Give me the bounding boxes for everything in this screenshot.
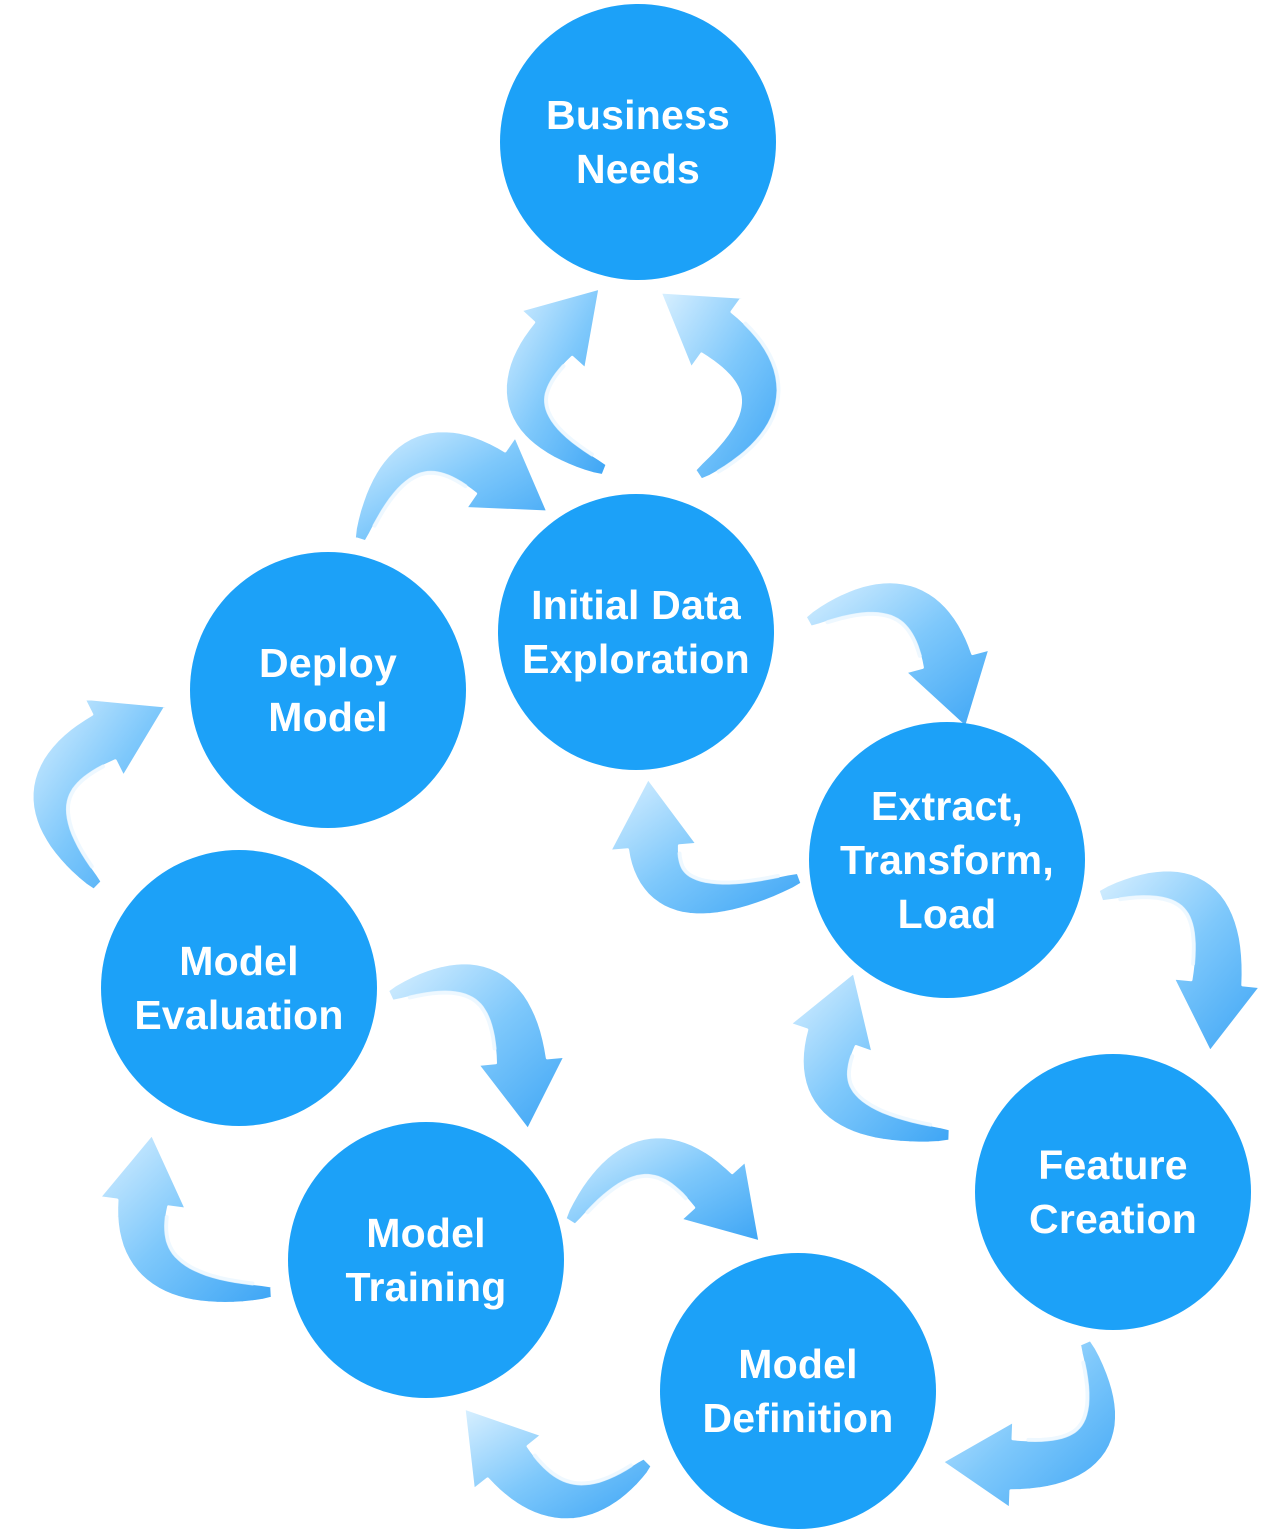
node-label-deploy-model: Deploy Model	[259, 640, 397, 740]
arrow-deploy-to-exploration	[352, 429, 550, 544]
arrow-etl-to-exploration	[608, 776, 804, 917]
arrow-evaluation-to-training	[386, 961, 567, 1132]
arrow-evaluation-to-deploy	[30, 696, 168, 892]
arrow-feature-to-definition	[940, 1338, 1118, 1511]
arrow-exploration-to-etl	[803, 580, 992, 730]
node-label-model-definition: Model Definition	[702, 1341, 894, 1441]
arrow-definition-to-training-highlight	[532, 1453, 633, 1486]
arrow-training-to-evaluation	[97, 1132, 274, 1305]
arrow-training-to-definition-highlight	[585, 1173, 688, 1215]
node-business-needs: Business Needs	[500, 4, 776, 280]
node-feature-creation: Feature Creation	[975, 1054, 1251, 1330]
arrow-evaluation-to-deploy-highlight	[65, 764, 105, 869]
node-label-model-training: Model Training	[345, 1210, 507, 1310]
node-model-definition: Model Definition	[660, 1253, 936, 1529]
arrow-exploration-to-etl-highlight	[825, 611, 922, 658]
node-label-feature-creation: Feature Creation	[1029, 1142, 1197, 1242]
arrow-deploy-to-exploration-highlight	[372, 470, 468, 528]
node-extract-transform-load: Extract, Transform, Load	[809, 722, 1085, 998]
node-label-model-evaluation: Model Evaluation	[134, 938, 344, 1038]
arrow-etl-to-feature-highlight	[1118, 895, 1196, 966]
arrow-business-to-exploration-highlight	[716, 321, 781, 474]
arrow-feature-to-etl-highlight	[846, 1054, 933, 1127]
arrow-business-to-exploration	[658, 290, 780, 482]
node-model-training: Model Training	[288, 1122, 564, 1398]
node-deploy-model: Deploy Model	[190, 552, 466, 828]
node-label-initial-data-exploration: Initial Data Exploration	[522, 582, 750, 682]
node-label-extract-transform-load: Extract, Transform, Load	[840, 783, 1054, 937]
node-label-business-needs: Business Needs	[546, 92, 730, 192]
arrow-feature-to-definition-highlight	[1026, 1360, 1090, 1443]
node-initial-data-exploration: Initial Data Exploration	[498, 494, 774, 770]
arrow-etl-to-exploration-highlight	[677, 851, 780, 885]
node-model-evaluation: Model Evaluation	[101, 850, 377, 1126]
arrow-evaluation-to-training-highlight	[407, 990, 497, 1051]
arrow-training-to-evaluation-highlight	[164, 1215, 255, 1286]
arrow-definition-to-training	[462, 1406, 654, 1522]
arrow-feature-to-etl	[788, 970, 952, 1145]
arrow-exploration-to-business-highlight	[543, 364, 594, 457]
arrow-training-to-definition	[563, 1135, 762, 1244]
